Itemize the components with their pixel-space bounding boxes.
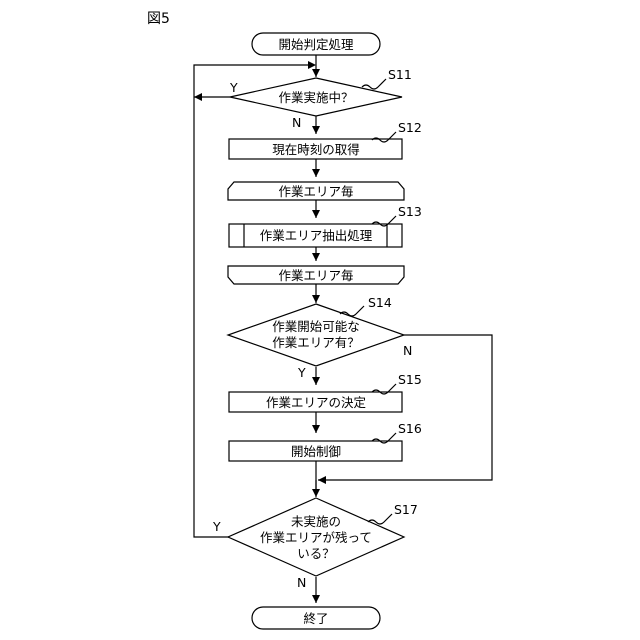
branch-label-s11-no: N [292,115,301,130]
start-label: 開始判定処理 [278,37,354,52]
process-s16: 開始制御 [229,441,402,461]
decision-s14-label-2: 作業エリア有？ [272,335,360,350]
branch-label-s11-yes: Y [229,80,238,95]
branch-label-s14-yes: Y [297,365,306,380]
loop-start-label: 作業エリア毎 [278,184,353,199]
step-label-s15: S15 [398,372,422,387]
branch-label-s17-yes: Y [212,519,221,534]
end-terminator: 終了 [252,607,380,629]
decision-s11-label: 作業実施中？ [278,90,353,105]
process-s15: 作業エリアの決定 [229,392,402,412]
process-s12: 現在時刻の取得 [229,139,402,159]
process-s13-label: 作業エリア抽出処理 [260,228,373,243]
decision-s17-label-2: 作業エリアが残って [260,530,372,545]
branch-label-s14-no: N [403,343,412,358]
decision-s14: 作業開始可能な 作業エリア有？ [228,304,404,366]
process-s13: 作業エリア抽出処理 [229,224,402,247]
decision-s14-label-1: 作業開始可能な [272,319,360,334]
process-s15-label: 作業エリアの決定 [266,395,366,410]
decision-s11: 作業実施中？ [230,78,402,116]
decision-s17-label-1: 未実施の [291,514,341,529]
start-terminator: 開始判定処理 [252,33,380,55]
loop-end: 作業エリア毎 [228,266,404,284]
step-label-s13: S13 [398,204,422,219]
decision-s17: 未実施の 作業エリアが残って いる？ [228,498,404,576]
loop-end-label: 作業エリア毎 [278,268,353,283]
step-label-s12: S12 [398,120,422,135]
step-label-s17: S17 [394,502,418,517]
process-s12-label: 現在時刻の取得 [272,142,360,157]
process-s16-label: 開始制御 [291,444,341,459]
end-label: 終了 [303,611,328,626]
step-label-s16: S16 [398,421,422,436]
decision-s17-label-3: いる？ [297,546,335,561]
loop-start: 作業エリア毎 [228,182,404,200]
branch-label-s17-no: N [297,575,306,590]
step-label-s11: S11 [388,67,412,82]
step-label-s14: S14 [368,295,392,310]
